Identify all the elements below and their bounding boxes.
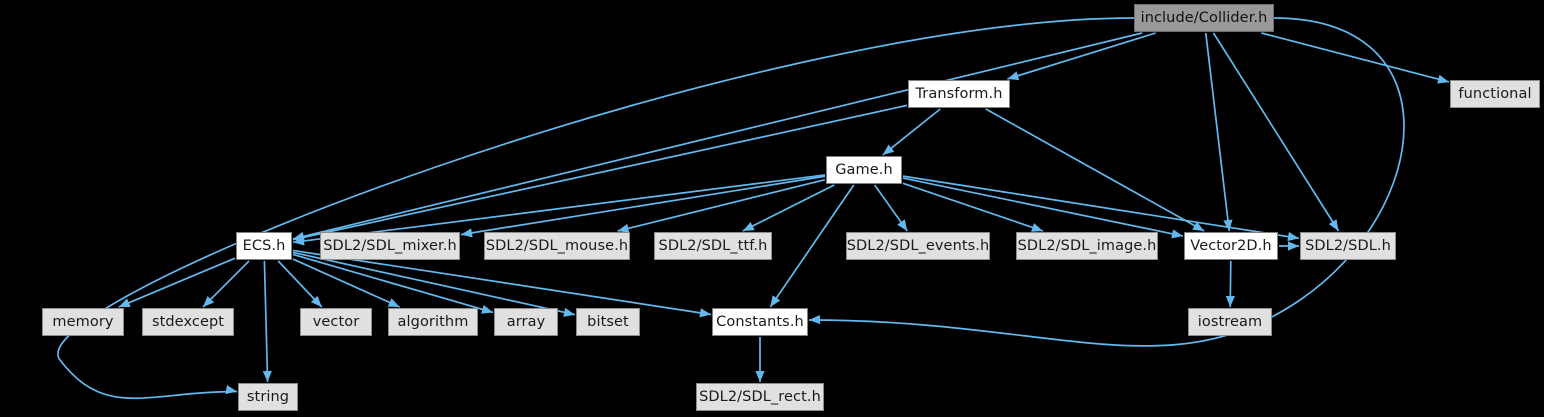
graph-edge-arrowhead [225, 385, 237, 395]
graph-node-sdl_events[interactable]: SDL2/SDL_events.h [846, 232, 990, 260]
graph-node-transform[interactable]: Transform.h [908, 80, 1010, 108]
graph-node-label: memory [52, 313, 114, 330]
graph-node-label: Constants.h [716, 313, 804, 330]
graph-edge-arrowhead [1288, 241, 1299, 251]
graph-edge [57, 17, 1135, 400]
graph-node-sdl[interactable]: SDL2/SDL.h [1300, 232, 1396, 260]
graph-node-collider[interactable]: include/Collider.h [1134, 4, 1274, 32]
graph-edge-arrowhead [563, 307, 575, 317]
graph-node-label: SDL2/SDL.h [1305, 237, 1391, 254]
graph-edge [292, 174, 826, 244]
graph-edge [742, 184, 835, 232]
graph-edge [292, 253, 494, 314]
graph-edge [902, 177, 1184, 237]
graph-edge [882, 108, 941, 156]
graph-node-label: bitset [587, 313, 629, 330]
graph-edge-arrowhead [118, 298, 131, 307]
graph-node-vector2d[interactable]: Vector2D.h [1184, 232, 1278, 260]
graph-edge-arrowhead [755, 371, 765, 382]
graph-edge [1007, 32, 1156, 80]
graph-node-constants[interactable]: Constants.h [712, 308, 808, 336]
graph-node-label: ECS.h [242, 237, 286, 254]
graph-node-label: iostream [1197, 313, 1263, 330]
graph-node-bitset[interactable]: bitset [576, 308, 640, 336]
graph-edge [292, 104, 908, 241]
graph-node-label: string [246, 388, 290, 405]
graph-edge-arrowhead [617, 223, 630, 233]
graph-edge-arrowhead [387, 298, 400, 307]
graph-edge [985, 108, 1205, 232]
graph-edge [769, 184, 855, 308]
graph-edge-arrowhead [262, 370, 272, 382]
graph-node-label: SDL2/SDL_mouse.h [485, 237, 629, 254]
graph-node-label: functional [1458, 85, 1532, 102]
graph-node-sdl_mixer[interactable]: SDL2/SDL_mixer.h [320, 232, 460, 260]
graph-node-label: Vector2D.h [1190, 237, 1272, 254]
graph-edge [292, 32, 1143, 240]
graph-edge-arrowhead [882, 144, 895, 155]
graph-node-game[interactable]: Game.h [826, 156, 902, 184]
graph-edge-arrowhead [1287, 232, 1299, 242]
graph-edge-arrowhead [1328, 219, 1339, 231]
graph-node-iostream[interactable]: iostream [1188, 308, 1272, 336]
graph-node-label: array [506, 313, 546, 330]
graph-node-functional[interactable]: functional [1450, 80, 1540, 108]
graph-edge-arrowhead [1225, 295, 1235, 307]
graph-edge-arrowhead [310, 295, 322, 307]
graph-node-label: stdexcept [151, 313, 225, 330]
graph-node-array[interactable]: array [494, 308, 558, 336]
graph-edge [617, 178, 826, 232]
graph-edge-arrowhead [1192, 221, 1205, 231]
graph-node-stdexcept[interactable]: stdexcept [142, 308, 234, 336]
graph-node-label: SDL2/SDL_ttf.h [658, 237, 768, 254]
graph-edge-arrowhead [1031, 223, 1043, 232]
graph-node-label: Transform.h [915, 85, 1003, 102]
graph-edge-arrowhead [770, 295, 781, 307]
graph-node-label: SDL2/SDL_image.h [1017, 237, 1157, 254]
graph-edge-arrowhead [203, 295, 215, 307]
graph-edge [902, 175, 1300, 240]
graph-edge-arrowhead [699, 308, 711, 318]
graph-edge [292, 258, 400, 308]
graph-edge [1212, 32, 1340, 232]
graph-node-algorithm[interactable]: algorithm [388, 308, 478, 336]
graph-edge-arrowhead [461, 228, 473, 238]
graph-edge [1204, 32, 1231, 232]
graph-node-string[interactable]: string [238, 383, 298, 411]
graph-edge [808, 17, 1405, 347]
graph-edge-arrowhead [742, 221, 755, 231]
graph-edge-arrowhead [481, 304, 493, 314]
graph-edge-arrowhead [1437, 74, 1449, 84]
graph-edge-arrowhead [897, 219, 908, 231]
graph-node-label: include/Collider.h [1140, 9, 1268, 26]
graph-node-vector[interactable]: vector [300, 308, 372, 336]
graph-edge [118, 257, 236, 308]
graph-node-label: vector [312, 313, 360, 330]
graph-node-sdl_image[interactable]: SDL2/SDL_image.h [1016, 232, 1158, 260]
graph-edge-arrowhead [809, 314, 821, 325]
graph-node-label: SDL2/SDL_events.h [846, 237, 990, 254]
graph-edge [460, 175, 826, 236]
graph-edge [292, 249, 712, 316]
graph-node-memory[interactable]: memory [42, 308, 124, 336]
graph-node-sdl_rect[interactable]: SDL2/SDL_rect.h [696, 383, 824, 411]
graph-node-label: SDL2/SDL_rect.h [699, 388, 821, 405]
graph-edge [1261, 32, 1450, 83]
graph-edge-arrowhead [1171, 229, 1183, 239]
graph-node-ecs[interactable]: ECS.h [236, 232, 292, 260]
graph-edge [263, 260, 269, 383]
graph-edge-arrowhead [1223, 219, 1233, 231]
graph-edge [902, 182, 1044, 232]
graph-node-sdl_ttf[interactable]: SDL2/SDL_ttf.h [654, 232, 772, 260]
graph-edge-arrowhead [1007, 71, 1020, 81]
graph-edge [292, 251, 576, 316]
graph-node-label: Game.h [835, 161, 893, 178]
graph-node-label: SDL2/SDL_mixer.h [323, 237, 457, 254]
graph-node-label: algorithm [397, 313, 469, 330]
graph-node-sdl_mouse[interactable]: SDL2/SDL_mouse.h [484, 232, 630, 260]
graph-edge-arrowhead [293, 236, 305, 246]
